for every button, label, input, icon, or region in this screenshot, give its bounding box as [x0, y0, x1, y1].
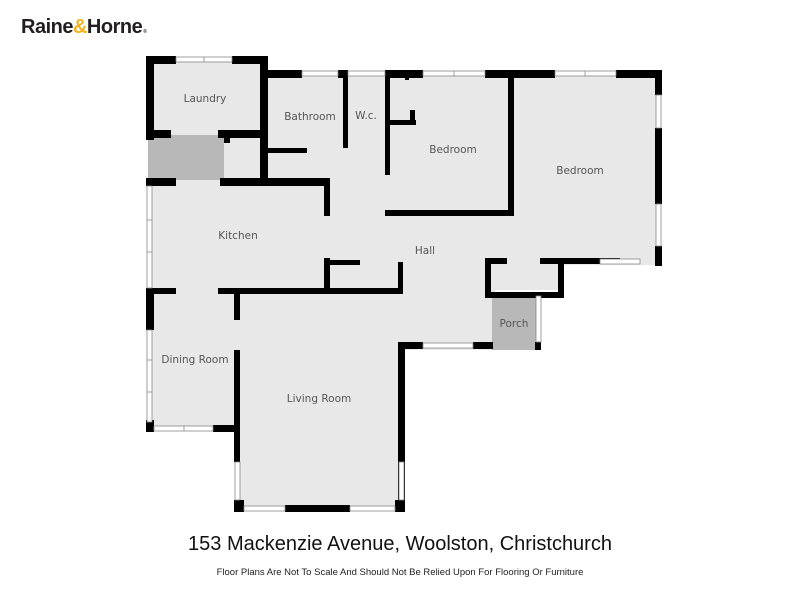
windows [146, 56, 662, 512]
brand-logo: Raine&Horne® [21, 16, 147, 39]
room-label-porch: Porch [499, 318, 529, 330]
walls [146, 56, 662, 512]
room-label-bedroom-2: Bedroom [556, 165, 604, 177]
property-address: 153 Mackenzie Avenue, Woolston, Christch… [188, 533, 612, 555]
brand-ampersand: & [72, 16, 87, 38]
floor-hall-east [400, 210, 495, 350]
room-label-kitchen: Kitchen [218, 230, 258, 242]
floor-bedroom-2 [490, 75, 660, 265]
floor-areas [150, 60, 660, 507]
room-label-hall: Hall [414, 245, 436, 257]
floor-living [236, 290, 403, 507]
floor-kitchen [150, 180, 330, 292]
room-label-living-room: Living Room [286, 393, 352, 405]
room-label-bathroom: Bathroom [284, 111, 336, 123]
room-label-wc: W.c. [355, 110, 377, 122]
floor-closet [490, 260, 560, 290]
room-label-bedroom-1: Bedroom [429, 144, 477, 156]
brand-name-part2: Horne [86, 16, 143, 38]
floor-dining [150, 290, 240, 430]
exterior-area [148, 135, 224, 180]
porch-area [492, 296, 537, 350]
room-label-dining-room: Dining Room [161, 354, 229, 366]
registered-mark: ® [143, 29, 147, 35]
room-label-laundry: Laundry [183, 93, 227, 105]
disclaimer-text: Floor Plans Are Not To Scale And Should … [216, 567, 584, 578]
brand-name-part1: Raine [21, 16, 73, 38]
